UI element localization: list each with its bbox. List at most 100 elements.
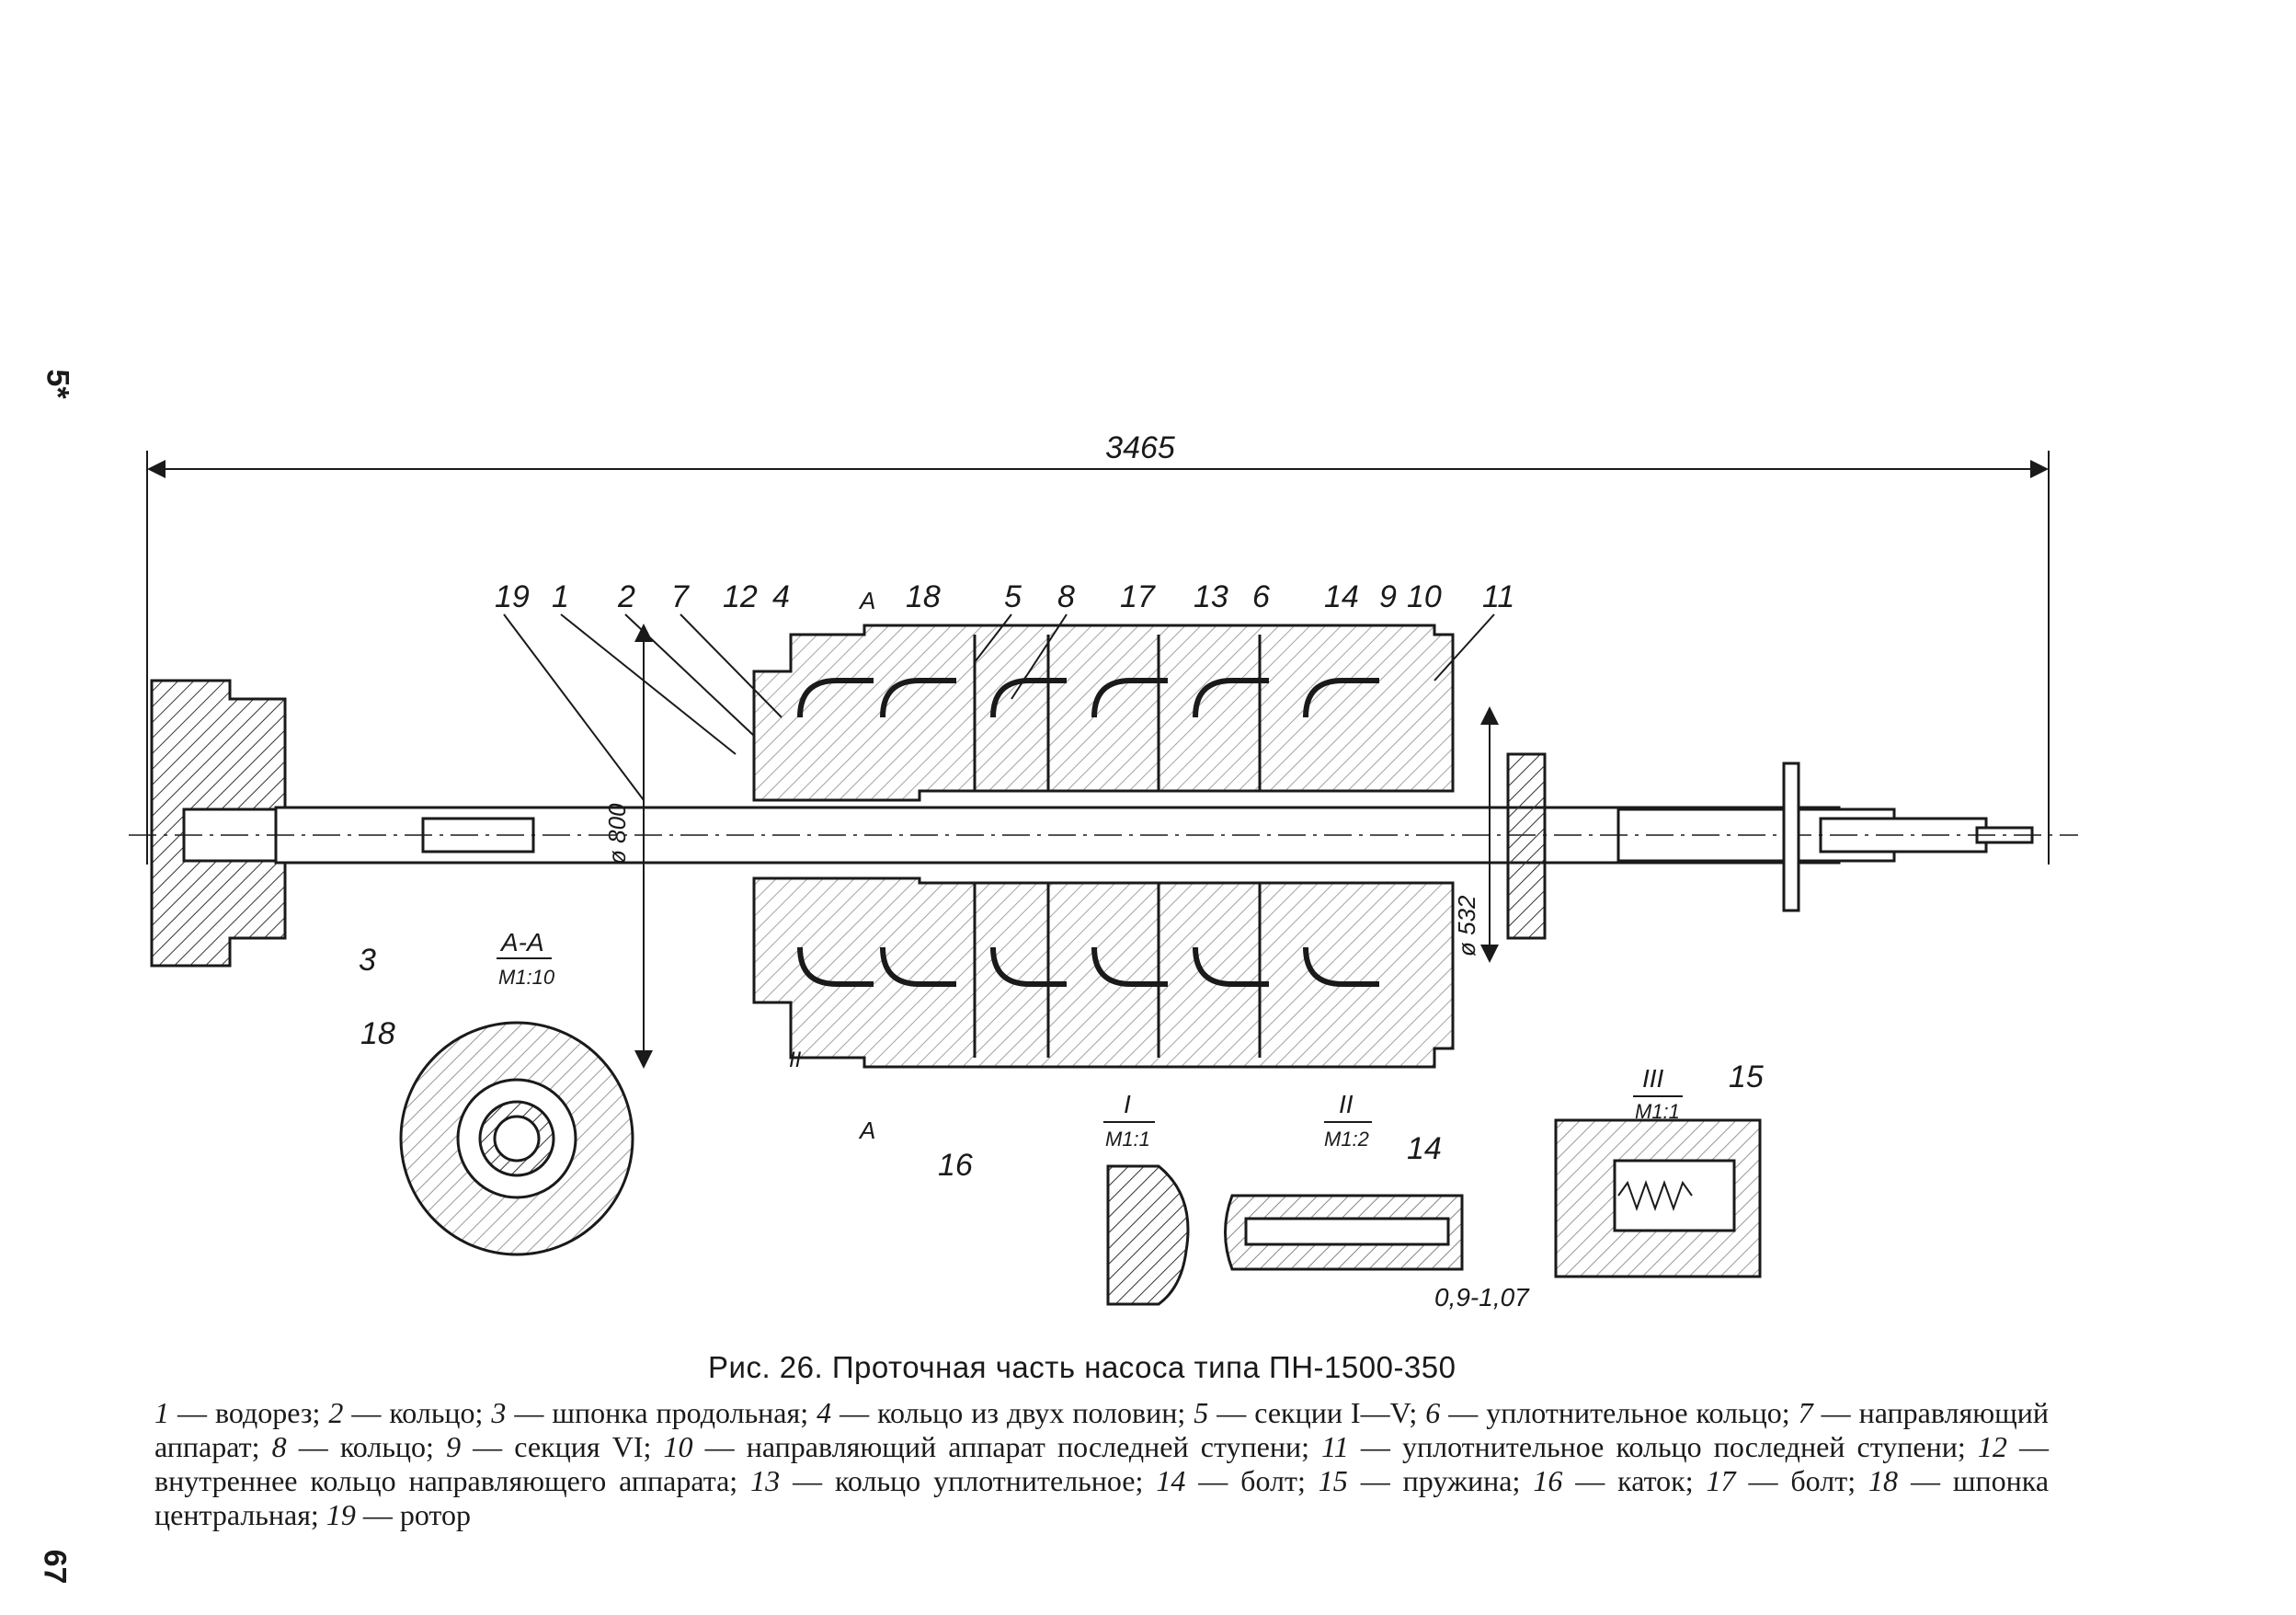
- leader-15: 15: [1729, 1059, 1764, 1094]
- leader-6: 6: [1252, 579, 1270, 614]
- detail-i-title: I: [1124, 1090, 1131, 1118]
- legend-entry-number: 7: [1798, 1396, 1813, 1429]
- legend-entry-text: — секция VI;: [461, 1430, 664, 1463]
- leader-18-top: 18: [906, 579, 941, 614]
- legend-entry-text: — шпонка продольная;: [506, 1396, 817, 1429]
- detail-i-view: [1106, 1164, 1190, 1306]
- section-aa-view: [399, 1021, 634, 1256]
- legend-entry: 5 — секции I—V;: [1194, 1396, 1425, 1429]
- legend-entry-number: 3: [491, 1396, 507, 1429]
- legend-entry: 9 — секция VI;: [446, 1430, 663, 1463]
- legend-entry-number: 18: [1868, 1464, 1899, 1497]
- leader-19: 19: [495, 579, 530, 614]
- legend-entry: 4 — кольцо из двух половин;: [817, 1396, 1194, 1429]
- leader-12: 12: [723, 579, 758, 614]
- leader-lines: [503, 613, 1495, 801]
- legend-entry-number: 19: [326, 1498, 356, 1531]
- leader-17: 17: [1120, 579, 1156, 614]
- legend-entry-text: — шпонка центральная;: [154, 1464, 2050, 1531]
- legend-entry: 11 — уплотнительное кольцо последней сту…: [1321, 1430, 1978, 1463]
- right-flange: [1506, 752, 1800, 940]
- legend-entry: 6 — уплотнительное кольцо;: [1425, 1396, 1798, 1429]
- legend-entry: 17 — болт;: [1707, 1464, 1868, 1497]
- legend-entry: 1 — водорез;: [154, 1396, 328, 1429]
- detail-iii-view: [1554, 1118, 1762, 1278]
- legend-entry: 2 — кольцо;: [328, 1396, 491, 1429]
- legend-entry-number: 16: [1533, 1464, 1563, 1497]
- legend-entry-number: 1: [154, 1396, 169, 1429]
- legend-entry-text: — кольцо уплотнительное;: [780, 1464, 1157, 1497]
- leader-7: 7: [671, 579, 690, 614]
- leader-3: 3: [359, 943, 376, 978]
- leader-11: 11: [1482, 579, 1514, 614]
- leader-2: 2: [617, 579, 635, 614]
- legend-entry-text: — кольцо из двух половин;: [831, 1396, 1194, 1429]
- legend-entry-text: — уплотнительное кольцо;: [1440, 1396, 1799, 1429]
- legend-entry-number: 11: [1321, 1430, 1349, 1463]
- detail-i-scale: M1:1: [1105, 1128, 1150, 1151]
- legend-entry: 15 — пружина;: [1319, 1464, 1534, 1497]
- leader-9: 9: [1379, 579, 1397, 614]
- legend-entry: 16 — каток;: [1533, 1464, 1706, 1497]
- overall-dimension: [146, 451, 2050, 865]
- legend-entry-text: — ротор: [355, 1498, 471, 1531]
- detail-ii-title: II: [1339, 1090, 1354, 1118]
- detail-ii-view: [1224, 1194, 1464, 1271]
- legend-entry-number: 5: [1194, 1396, 1209, 1429]
- legend-entry: 18 — шпонка центральная;: [154, 1464, 2049, 1531]
- leader-18-bottom: 18: [360, 1016, 395, 1051]
- legend-entry-number: 17: [1706, 1464, 1736, 1497]
- legend-entry-text: — направляющий аппарат;: [154, 1396, 2050, 1463]
- legend-entry-text: — уплотнительное кольцо последней ступен…: [1348, 1430, 1978, 1463]
- legend-entry: 3 — шпонка продольная;: [491, 1396, 817, 1429]
- leader-13: 13: [1194, 579, 1228, 614]
- leader-16: 16: [938, 1148, 973, 1183]
- legend-entry-number: 13: [750, 1464, 781, 1497]
- legend-entry-number: 4: [817, 1396, 832, 1429]
- legend-entry-text: — каток;: [1562, 1464, 1707, 1497]
- legend-entry-number: 15: [1318, 1464, 1348, 1497]
- legend-entry: 12 — внутреннее кольцо направляющего апп…: [154, 1430, 2049, 1497]
- legend-entry: 8 — кольцо;: [272, 1430, 446, 1463]
- section-aa-scale: M1:10: [498, 966, 555, 989]
- part-leaders: 19 1 2 7 12 4 18 5 8 17 13 6 14 9 10 11 …: [359, 579, 1764, 1183]
- leader-5: 5: [1004, 579, 1022, 614]
- legend-entry: 7 — направляющий аппарат;: [154, 1396, 2049, 1463]
- page-number: 67: [37, 1549, 73, 1585]
- figure-legend: 1 — водорез; 2 — кольцо; 3 — шпонка прод…: [154, 1396, 2049, 1532]
- section-aa-title: A-A: [499, 928, 544, 956]
- casing-diameter-label: ø 532: [1453, 895, 1480, 956]
- roman-two-mark: II: [789, 1048, 802, 1072]
- legend-entry: 19 — ротор: [326, 1498, 471, 1531]
- legend-entry: 14 — болт;: [1156, 1464, 1318, 1497]
- legend-entry-number: 8: [271, 1430, 287, 1463]
- leader-8: 8: [1057, 579, 1075, 614]
- legend-entry-text: — внутреннее кольцо направляющего аппара…: [154, 1430, 2050, 1497]
- legend-entry-number: 10: [663, 1430, 693, 1463]
- impeller-stages: [797, 678, 1379, 987]
- shaft-diameter-label: ø 800: [603, 803, 631, 865]
- legend-entry-number: 9: [446, 1430, 462, 1463]
- rotor-shaft: [129, 806, 2078, 865]
- legend-entry-text: — направляющий аппарат последней ступени…: [692, 1430, 1322, 1463]
- leader-14-top: 14: [1324, 579, 1359, 614]
- clearance-label: 0,9-1,07: [1434, 1283, 1530, 1311]
- height-dimensions: [634, 624, 1499, 1069]
- legend-entry-number: 14: [1156, 1464, 1186, 1497]
- legend-entry-text: — кольцо;: [343, 1396, 492, 1429]
- overall-dimension-value: 3465: [1105, 430, 1175, 465]
- pump-drawing: 3 4 6 5: [129, 430, 2078, 1311]
- legend-entry-text: — болт;: [1185, 1464, 1319, 1497]
- legend-entry-text: — водорез;: [169, 1396, 329, 1429]
- legend-entry-text: — болт;: [1735, 1464, 1869, 1497]
- figure-caption: Рис. 26. Проточная часть насоса типа ПН-…: [708, 1350, 1456, 1384]
- legend-entry-text: — кольцо;: [286, 1430, 447, 1463]
- section-mark-a-top: A: [858, 587, 875, 614]
- legend-entry: 10 — направляющий аппарат последней ступ…: [664, 1430, 1322, 1463]
- legend-entry: 13 — кольцо уплотнительное;: [750, 1464, 1156, 1497]
- pump-casing: [752, 624, 1455, 1069]
- leader-14-detail: 14: [1407, 1131, 1442, 1166]
- leader-4: 4: [772, 579, 790, 614]
- legend-entry-number: 6: [1425, 1396, 1441, 1429]
- section-mark-a-bottom: A: [858, 1117, 875, 1144]
